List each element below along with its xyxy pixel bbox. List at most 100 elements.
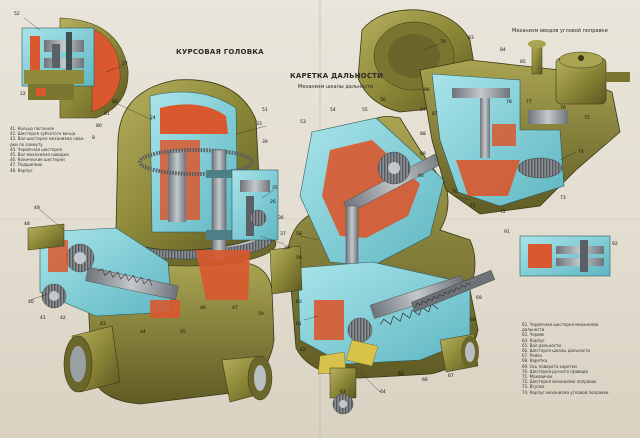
callout-number: 80 [96,124,102,129]
callout-number: 38 [284,246,290,251]
callout-number: 79 [440,40,446,45]
callout-number: 70 [452,190,458,195]
callout-number: 48 [24,222,30,227]
leader-lines [23,17,577,393]
callout-number: 86 [424,88,430,93]
range-carriage-title: КАРЕТКА ДАЛЬНОСТИ [290,72,384,80]
callout-number: 47 [232,306,238,311]
callout-number: 81 [104,112,110,117]
callout-number: 44 [140,330,146,335]
angle-correction-title: Механизм вводов угловой поправки [512,28,608,34]
callout-number: 91 [504,230,510,235]
callout-number: 78 [506,100,512,105]
callout-number: 60 [296,300,302,305]
callout-number: 65 [398,372,404,377]
callout-number: 35 [272,186,278,191]
callout-number: 67 [448,374,454,379]
legend-entry: дальности [522,327,545,333]
callout-number: 84 [500,48,506,53]
callout-number: 46 [200,306,206,311]
callout-number: 55 [362,108,368,113]
callout-number: 27 [122,62,128,67]
legend-entry: 62. Червячная шестерня механизма [522,322,599,327]
callout-number: 58 [296,232,302,237]
legend-entry: 48. Корпус [10,167,33,173]
legend-entry: 72. Шестерня механизма поправок [522,379,597,385]
callout-number: 40 [28,300,34,305]
callout-number: 66 [422,378,428,383]
callout-number: 52 [14,12,20,17]
legend-entry: 74. Корпус механизма угловой поправки [522,389,609,395]
range-carriage-assembly [269,116,496,415]
legend-entry: 71. Маховичок [522,374,553,380]
legend-entry: 68. Каретка [522,358,548,364]
legend-entry: 65. Вал дальности [522,342,561,348]
callout-number: 74 [578,150,584,155]
callout-number: 36 [278,216,284,221]
callout-number: 87 [432,112,438,117]
callout-number: 61 [296,322,302,327]
legend-entry: 41. Кольцо погонное [10,126,55,131]
legend-entry: 73. Втулка [522,384,545,390]
callout-number: 24 [150,116,156,121]
legend-entry: 69. Ось поворота каретки [522,363,577,369]
callout-number: 53 [300,120,306,125]
callout-number: 57 [420,108,426,113]
callout-number: 59 [296,256,302,261]
callout-number: 45 [180,330,186,335]
legend-entry: 63. Червяк [522,332,545,338]
callout-number: 64 [380,390,386,395]
callout-number: 22 [20,92,26,97]
legend-entry: 64. Корпус [522,337,545,343]
callout-number: 72 [500,210,506,215]
callout-number: 42 [60,316,66,321]
range-carriage-subtitle: Механизм шкалы дальности [298,84,374,90]
callout-number: 63 [340,390,346,395]
inset-scale-detail [519,235,611,277]
callout-number: 8 [92,136,95,141]
callout-number: 62 [300,348,306,353]
callout-number: 82 [112,100,118,105]
legend-entry: дки по азимуту [10,141,43,147]
callout-number: 54 [330,108,336,113]
callout-number: 37 [280,232,286,237]
legend-entry: 66. Шестерня шкалы дальности [522,348,591,354]
callout-number: 89 [420,152,426,157]
callout-number: 43 [100,322,106,327]
inset-bearing-detail [21,17,129,119]
callout-number: 69 [476,296,482,301]
legend-entry: 46. Конические шестерни [10,157,65,163]
callout-number: 56 [380,98,386,103]
callout-number: 41 [40,316,46,321]
azimuth-head-title: КУРСОВАЯ ГОЛОВКА [176,48,264,56]
callout-number: 51 [262,108,268,113]
callout-number: 71 [470,204,476,209]
legend-entry: 44. Червячная шестерня [10,146,62,152]
callout-number: 73 [560,196,566,201]
azimuth-head-assembly [27,79,279,405]
callout-number: 75 [584,116,590,121]
legend-entry: 45. Вал механизма наводки [10,152,69,158]
callout-number: 49 [34,206,40,211]
callout-number: 33 [256,122,262,127]
callout-number: 90 [418,174,424,179]
angle-correction-assembly [357,9,630,215]
legend-entry: 47. Подшипник [10,162,43,168]
callout-number: 76 [560,106,566,111]
callout-number: 88 [420,132,426,137]
callout-number: 83 [468,36,474,41]
legend-entry: 67. Рейка [522,353,542,359]
legend-entry: 70. Шестерня ручного привода [522,368,589,374]
callout-number: 39 [262,140,268,145]
callout-number: 50 [258,312,264,317]
legend-entry: 42. Шестерня зубчатого венца [10,131,76,137]
legend-entry: 43. Вал-шестерня механизма наво- [10,136,85,142]
callout-number: 92 [612,242,618,247]
callout-number: 68 [470,318,476,323]
callout-number: 26 [270,200,276,205]
callout-number: 77 [526,100,532,105]
